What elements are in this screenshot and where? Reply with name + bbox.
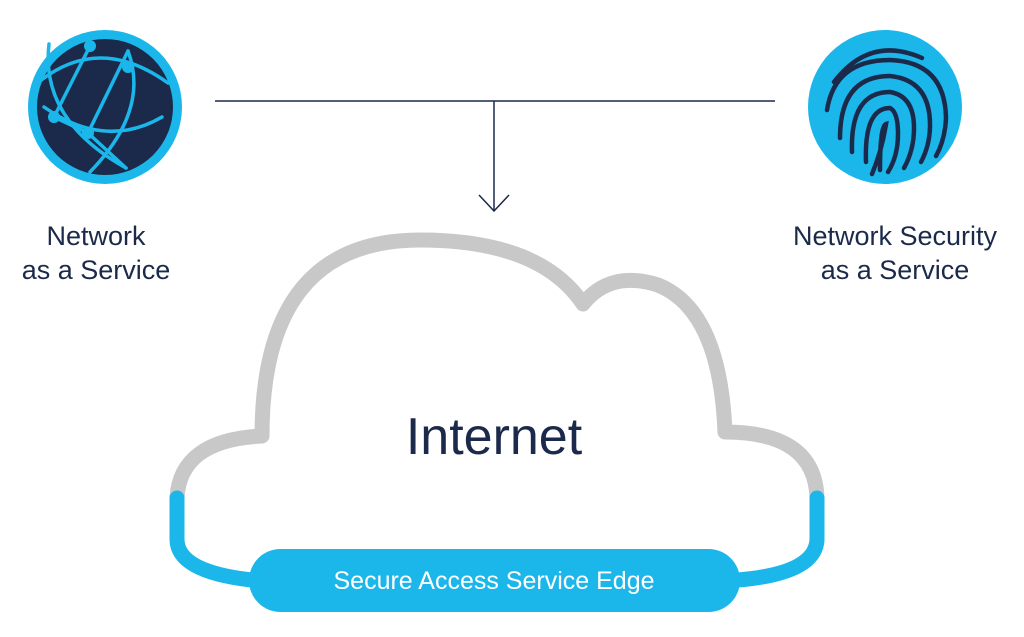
connector xyxy=(215,100,775,213)
cloud-base-accent xyxy=(169,490,825,588)
fingerprint-icon xyxy=(824,48,949,177)
network-service-label-line1: Network xyxy=(46,221,146,251)
sase-pill xyxy=(249,549,740,612)
network-security-service-icon xyxy=(808,30,962,184)
sase-label: Secure Access Service Edge xyxy=(334,567,655,595)
network-service-label-line2: as a Service xyxy=(22,255,171,285)
network-service-icon xyxy=(28,30,182,184)
network-security-service-label-line1: Network Security xyxy=(793,221,998,251)
globe-network-icon xyxy=(37,39,173,175)
internet-cloud-outline xyxy=(169,232,825,506)
network-security-service-label-line2: as a Service xyxy=(821,255,970,285)
connector-arrow-icon xyxy=(478,194,510,213)
internet-label: Internet xyxy=(406,408,583,466)
